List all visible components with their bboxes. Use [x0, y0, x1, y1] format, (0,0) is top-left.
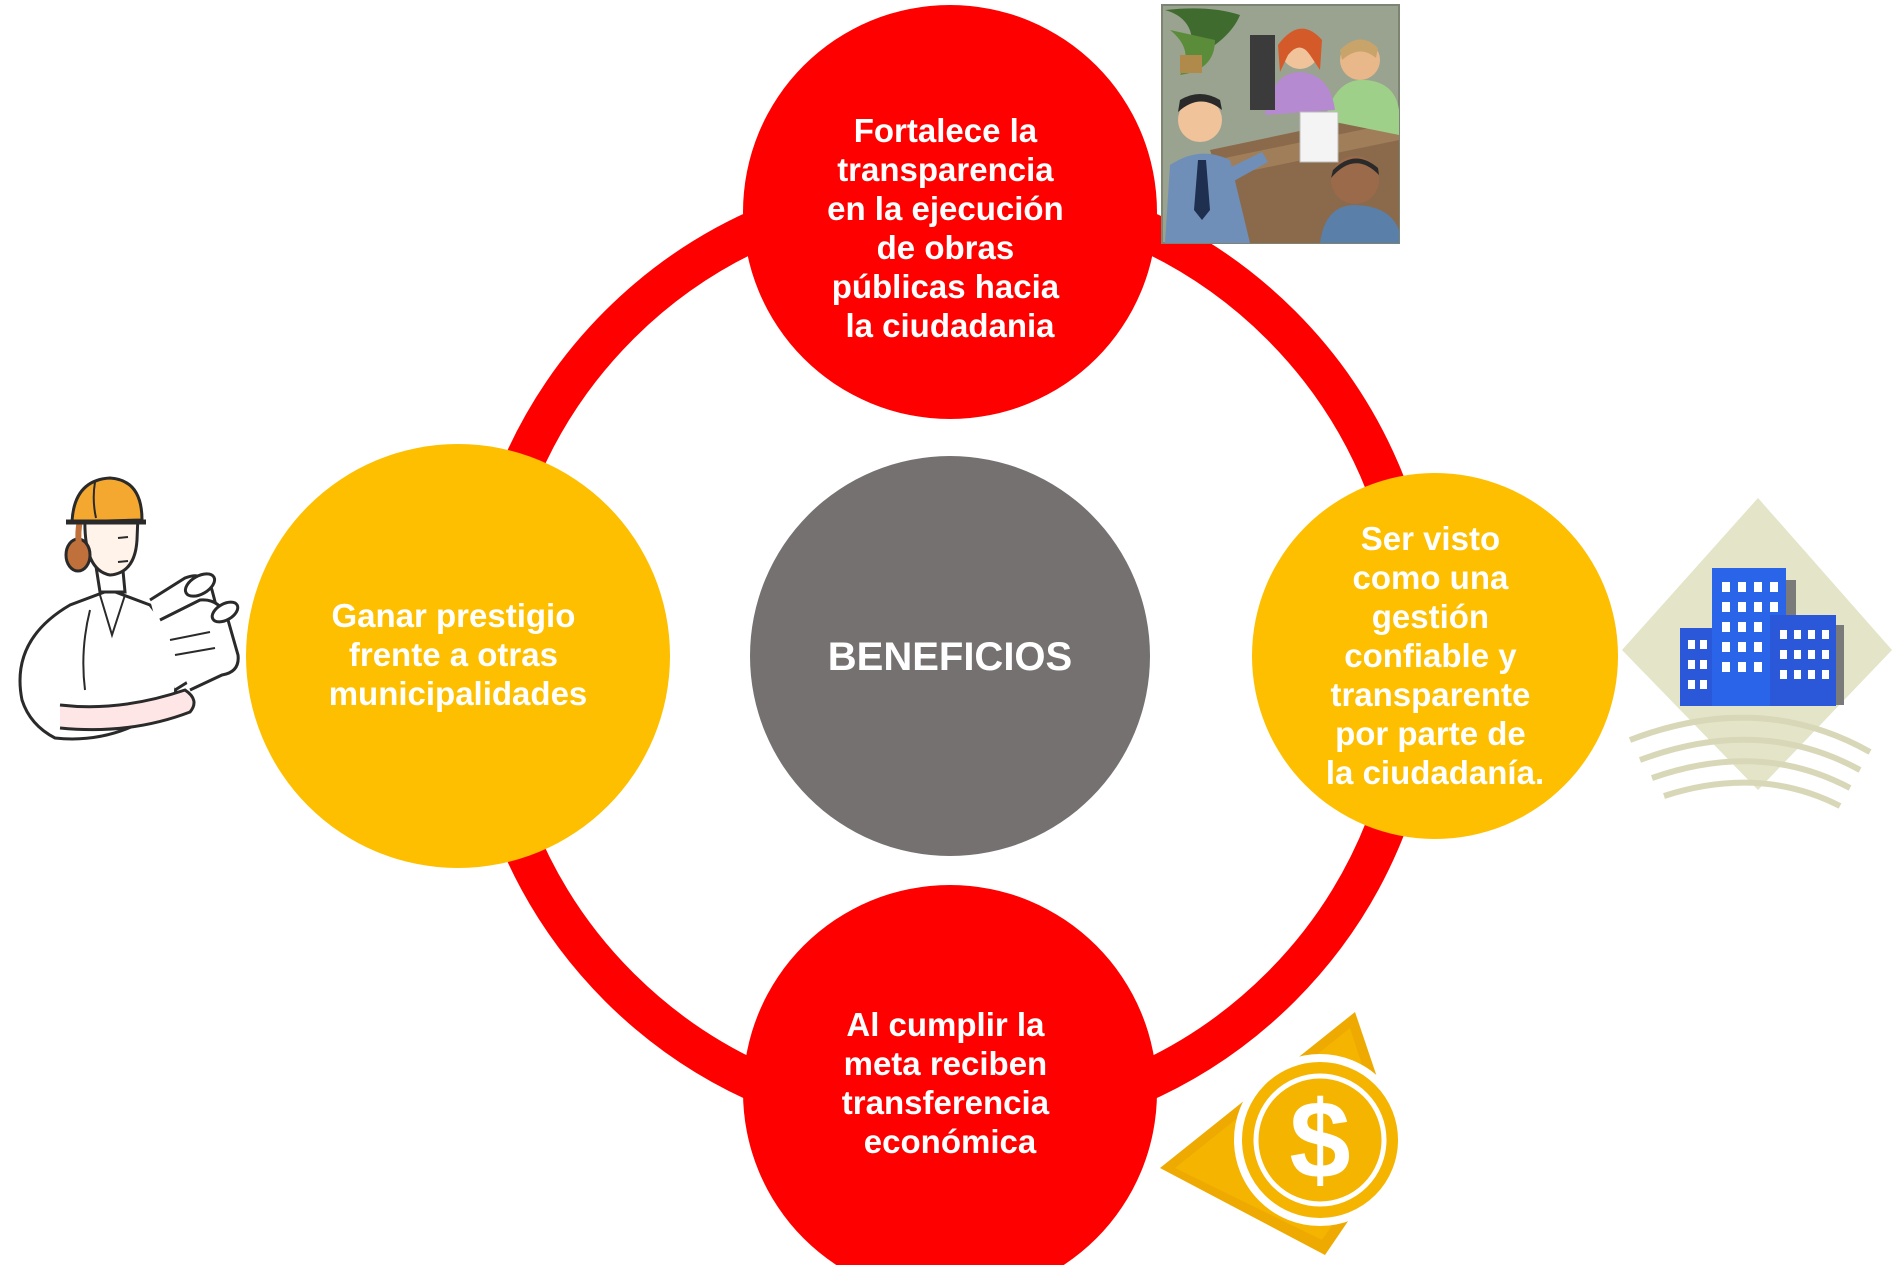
- node-right-line: transparente: [1330, 676, 1530, 713]
- benefit-node-prestige: Ganar prestigio frente a otras municipal…: [246, 444, 670, 868]
- node-top-line: transparencia: [837, 151, 1054, 188]
- node-right-line: como una: [1352, 559, 1508, 596]
- svg-text:Fortalece la transparenc: Fortalece la transparencia en la ejecuci…: [827, 112, 1073, 344]
- svg-text:$: $: [1289, 1079, 1350, 1202]
- node-top-line: de obras: [877, 229, 1015, 266]
- node-right-line: la ciudadanía.: [1326, 754, 1544, 791]
- node-right-line: gestión: [1372, 598, 1489, 635]
- engineer-with-blueprints-icon: [18, 476, 240, 741]
- dollar-coin-icon: $: [1160, 1012, 1406, 1255]
- node-bottom-line: meta reciben: [844, 1045, 1048, 1082]
- node-top-line: públicas hacia: [832, 268, 1060, 305]
- node-bottom-line: transferencia: [842, 1084, 1050, 1121]
- node-top-line: en la ejecución: [827, 190, 1064, 227]
- node-left-line: Ganar prestigio: [331, 597, 575, 634]
- benefit-node-economic-transfer: Al cumplir la meta reciben transferencia…: [743, 885, 1157, 1265]
- node-right-line: Ser visto: [1361, 520, 1500, 557]
- benefit-node-transparency: Fortalece la transparencia en la ejecuci…: [743, 5, 1157, 419]
- node-bottom-line: económica: [864, 1123, 1037, 1160]
- node-right-line: por parte de: [1335, 715, 1526, 752]
- node-left-line: municipalidades: [329, 675, 588, 712]
- svg-text:Ganar prestigio frente a: Ganar prestigio frente a otras municipal…: [329, 597, 588, 712]
- benefit-node-trusted-management: Ser visto como una gestión confiable y t…: [1252, 473, 1618, 839]
- center-node: BENEFICIOS: [750, 456, 1150, 856]
- svg-text:Ser visto como una: Ser visto como una gestión confiable y t…: [1326, 520, 1544, 791]
- node-right-line: confiable y: [1344, 637, 1517, 674]
- node-left-line: frente a otras: [349, 636, 558, 673]
- node-bottom-line: Al cumplir la: [846, 1006, 1045, 1043]
- office-buildings-icon: [1622, 498, 1892, 809]
- meeting-clipart-icon: [1161, 4, 1400, 244]
- node-top-line: la ciudadania: [845, 307, 1055, 344]
- svg-text:Al cumplir la meta recib: Al cumplir la meta reciben transferencia…: [842, 1006, 1058, 1160]
- node-top-line: Fortalece la: [854, 112, 1038, 149]
- center-label: BENEFICIOS: [828, 635, 1072, 679]
